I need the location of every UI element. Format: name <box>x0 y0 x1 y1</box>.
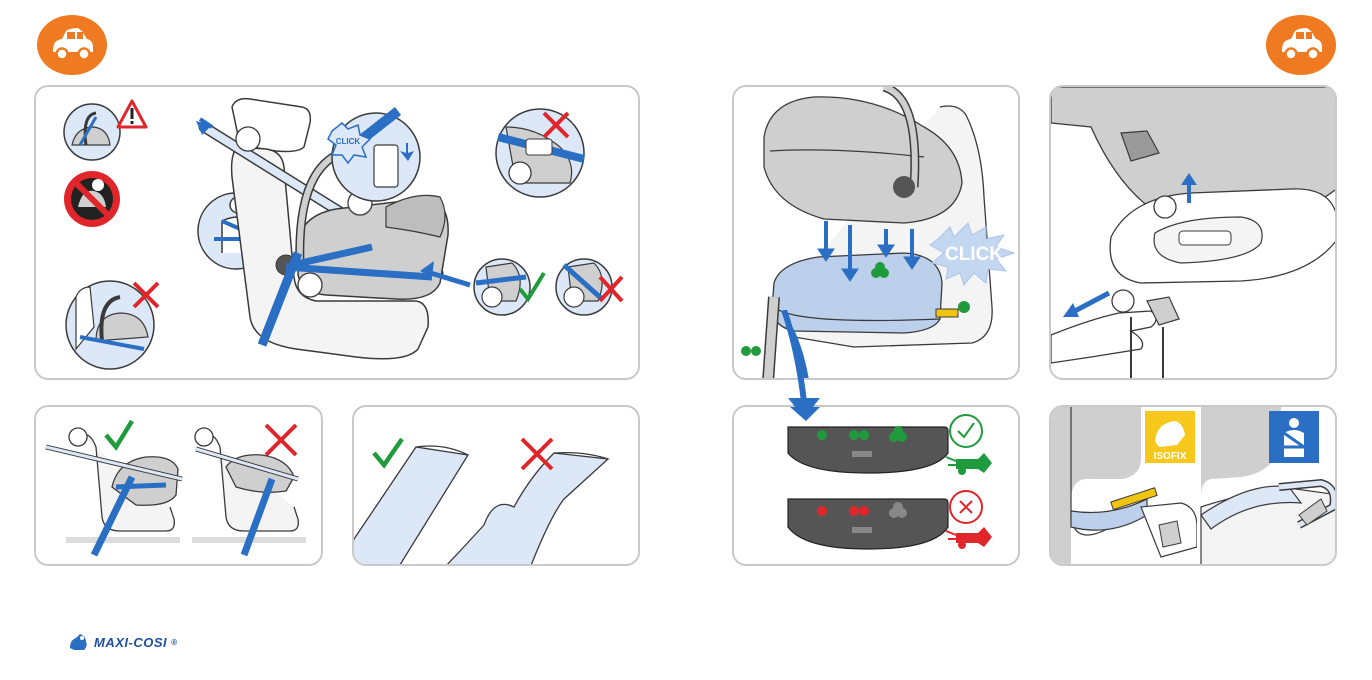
belt-hook-correct-illustration <box>474 259 544 315</box>
buckle-click-illustration: CLICK <box>328 111 420 201</box>
green-light <box>849 430 859 440</box>
cross-icon <box>266 425 296 455</box>
no-airbag-icon <box>64 171 120 227</box>
red-light <box>859 506 869 516</box>
belt-guide-wrong-illustration <box>496 109 584 197</box>
seatbelt-icon <box>1269 411 1319 463</box>
indicator-fail <box>788 491 992 549</box>
car-stop-icon <box>946 527 992 549</box>
isofix-label: ISOFIX <box>1154 451 1187 462</box>
indicator-arrow <box>764 310 834 420</box>
panel-belt-installation: CLICK <box>34 85 640 380</box>
indicator-ok <box>788 415 992 475</box>
panel-carrier-position <box>34 405 323 566</box>
twisted-belt-illustration <box>444 439 608 566</box>
car-badge-right <box>1265 14 1337 76</box>
panel-release-handle <box>1049 85 1337 380</box>
click-small-label: CLICK <box>336 137 361 146</box>
brand-mark-icon <box>68 632 90 652</box>
red-light <box>817 506 827 516</box>
brand-name: MAXI-COSI <box>94 635 167 650</box>
check-icon <box>374 439 402 465</box>
belt-hook-wrong-illustration <box>556 259 622 315</box>
green-light <box>859 430 869 440</box>
check-icon <box>950 415 982 447</box>
check-icon <box>106 421 132 447</box>
isofix-icon: ISOFIX <box>1145 411 1195 463</box>
cross-icon <box>950 491 982 523</box>
warning-triangle-icon <box>118 101 146 127</box>
correct-position-illustration <box>46 421 182 555</box>
incorrect-position-illustration <box>192 425 306 555</box>
straight-belt-illustration <box>354 439 468 566</box>
carrier-warning-illustration <box>64 104 120 160</box>
brand-logo: MAXI-COSI ® <box>68 630 178 654</box>
click-label: CLICK <box>945 244 1003 265</box>
green-light <box>893 426 903 436</box>
panel-belt-twist <box>352 405 640 566</box>
infant-carrier-illustration <box>764 87 962 223</box>
cross-icon <box>522 439 552 469</box>
green-light <box>817 430 827 440</box>
red-light <box>849 506 859 516</box>
brand-registered-mark: ® <box>171 638 177 647</box>
off-light <box>893 502 903 512</box>
panel-indicators <box>732 405 1020 566</box>
panel-isofix-belt: ISOFIX <box>1049 405 1337 566</box>
car-badge-left <box>36 14 108 76</box>
car-go-icon <box>946 453 992 475</box>
wrong-position-illustration <box>66 281 154 369</box>
